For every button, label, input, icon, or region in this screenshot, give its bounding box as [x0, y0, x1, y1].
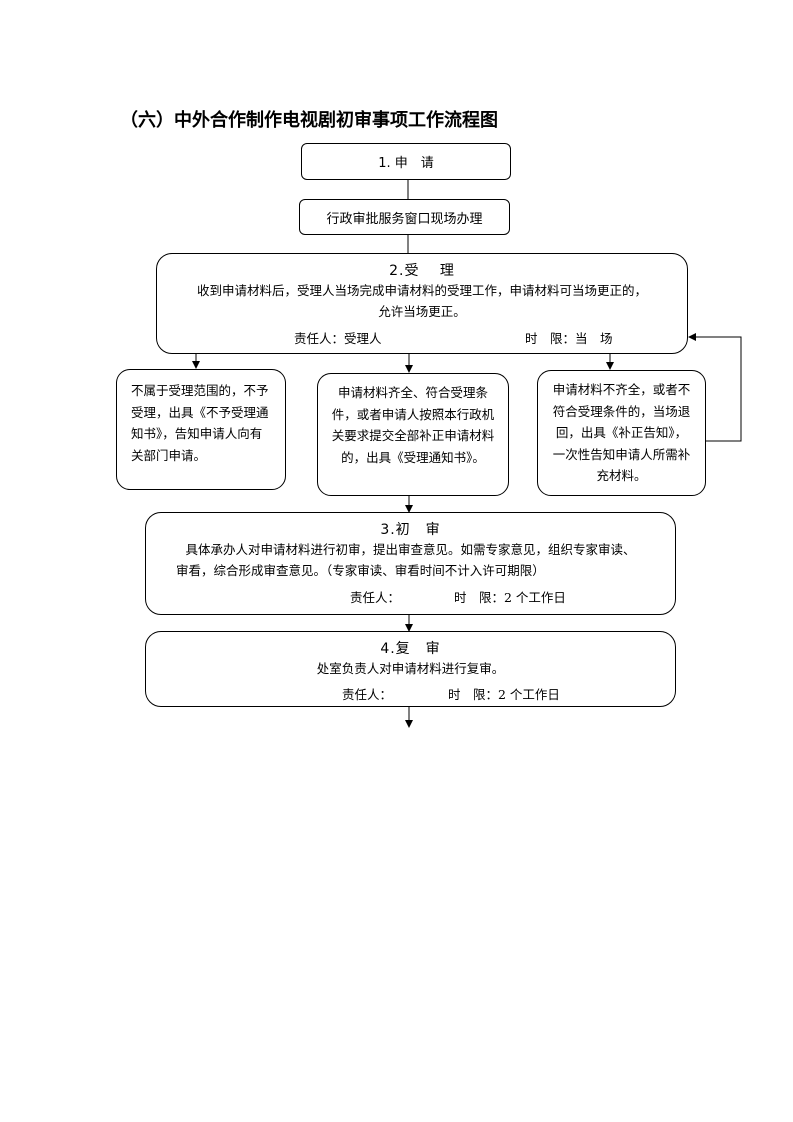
step2-body-line1: 收到申请材料后，受理人当场完成申请材料的受理工作，申请材料可当场更正的， — [196, 283, 647, 298]
step2-body-line2: 允许当场更正。 — [378, 304, 466, 319]
outcome-reject-text: 不属于受理范围的，不予受理，出具《不予受理通知书》，告知申请人向有关部门申请。 — [131, 383, 269, 463]
outcome-accept-box: 申请材料齐全、符合受理条件，或者申请人按照本行政机关要求提交全部补正申请材料的，… — [317, 373, 509, 496]
step4-header: 4.复 审 — [380, 641, 441, 657]
page-title: （六）中外合作制作电视剧初审事项工作流程图 — [120, 110, 498, 131]
feedback-loop-line — [688, 333, 742, 442]
step2-header: 2.受 理 — [389, 263, 455, 279]
step2-responsible: 责任人：受理人 — [294, 331, 382, 346]
step2-time-limit: 时 限：当 场 — [525, 331, 613, 346]
step3-time-limit: 时 限：2 个工作日 — [454, 590, 566, 605]
step3-initial-review-box: 3.初 审 具体承办人对申请材料进行初审，提出审查意见。如需专家意见，组织专家审… — [145, 512, 676, 615]
step4-second-review-box: 4.复 审 处室负责人对申请材料进行复审。 责任人： 时 限：2 个工作日 — [145, 631, 676, 707]
outcome-correct-box: 申请材料不齐全，或者不符合受理条件的，当场退回，出具《补正告知》，一次性告知申请… — [537, 370, 706, 496]
step3-responsible: 责任人： — [350, 590, 401, 605]
outcome-reject-box: 不属于受理范围的，不予受理，出具《不予受理通知书》，告知申请人向有关部门申请。 — [116, 369, 286, 490]
service-window-box: 行政审批服务窗口现场办理 — [299, 199, 510, 235]
step3-body-line1: 具体承办人对申请材料进行初审，提出审查意见。如需专家意见，组织专家审读、 — [185, 542, 636, 557]
service-window-label: 行政审批服务窗口现场办理 — [326, 211, 483, 227]
step3-body-line2: 审看，综合形成审查意见。（专家审读、审看时间不计入许可期限） — [176, 563, 545, 578]
step1-apply-box: 1. 申 请 — [301, 143, 511, 180]
outcome-accept-text: 申请材料齐全、符合受理条件，或者申请人按照本行政机关要求提交全部补正申请材料的，… — [331, 385, 495, 465]
step1-label: 1. 申 请 — [378, 156, 434, 171]
step2-accept-box: 2.受 理 收到申请材料后，受理人当场完成申请材料的受理工作，申请材料可当场更正… — [156, 253, 688, 354]
outcome-correct-text: 申请材料不齐全，或者不符合受理条件的，当场退回，出具《补正告知》，一次性告知申请… — [552, 382, 691, 483]
step4-responsible: 责任人： — [342, 687, 393, 702]
step3-header: 3.初 审 — [380, 522, 441, 538]
step4-body-line1: 处室负责人对申请材料进行复审。 — [316, 661, 505, 676]
step4-time-limit: 时 限：2 个工作日 — [448, 687, 560, 702]
